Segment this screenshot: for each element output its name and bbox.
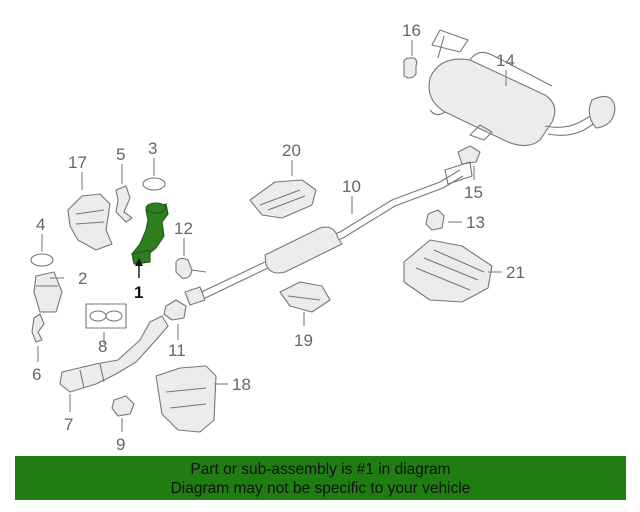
- part-6-bracket[interactable]: [31, 313, 45, 343]
- part-20-heat-shield[interactable]: [249, 179, 317, 219]
- banner-line-2: Diagram may not be specific to your vehi…: [170, 480, 471, 497]
- part-8-gaskets[interactable]: [85, 303, 127, 329]
- callout-2: 2: [78, 269, 87, 288]
- part-13-hanger[interactable]: [425, 209, 445, 231]
- part-16-hanger[interactable]: [403, 57, 418, 79]
- exhaust-system-diagram: 1 2 3 4 5 6 7 8 9 10 11 12 13 14 15 16 1…: [30, 21, 616, 454]
- callout-6: 6: [32, 365, 41, 384]
- callout-8: 8: [98, 337, 107, 356]
- part-19-heat-shield[interactable]: [279, 281, 331, 313]
- part-21-heat-shield[interactable]: [403, 239, 493, 303]
- callout-20: 20: [282, 141, 301, 160]
- callout-21: 21: [506, 263, 525, 282]
- part-14-muffler[interactable]: [428, 29, 616, 147]
- callout-12: 12: [174, 219, 193, 238]
- part-15-gasket[interactable]: [457, 145, 481, 165]
- part-1-catalytic-converter[interactable]: [131, 202, 169, 265]
- part-9-gasket[interactable]: [111, 395, 135, 417]
- callout-11: 11: [168, 341, 186, 360]
- callout-13: 13: [466, 213, 485, 232]
- info-banner: Part or sub-assembly is #1 in diagram Di…: [15, 456, 626, 500]
- callout-4: 4: [36, 215, 45, 234]
- callout-7: 7: [64, 415, 73, 434]
- callout-17: 17: [68, 153, 87, 172]
- part-11-gasket[interactable]: [163, 299, 187, 321]
- callout-18: 18: [232, 375, 251, 394]
- callout-14: 14: [496, 51, 515, 70]
- part-7-front-pipe[interactable]: [59, 315, 169, 393]
- part-18-heat-shield[interactable]: [155, 365, 217, 433]
- part-4-gasket[interactable]: [30, 253, 54, 267]
- callout-9: 9: [116, 435, 125, 454]
- callout-3: 3: [148, 139, 157, 158]
- part-17-heat-shield[interactable]: [67, 193, 113, 251]
- callout-19: 19: [294, 331, 313, 350]
- callout-16: 16: [402, 21, 421, 40]
- part-12-hanger[interactable]: [175, 257, 207, 279]
- part-2-converter[interactable]: [33, 271, 63, 313]
- part-3-gasket[interactable]: [142, 177, 166, 191]
- callout-numbers: 1 2 3 4 5 6 7 8 9 10 11 12 13 14 15 16 1…: [32, 21, 525, 454]
- callout-5: 5: [116, 145, 125, 164]
- callout-10: 10: [342, 177, 361, 196]
- part-5-bracket[interactable]: [115, 185, 133, 223]
- callout-15: 15: [464, 183, 483, 202]
- part-10-center-pipe[interactable]: [184, 161, 473, 306]
- banner-line-1: Part or sub-assembly is #1 in diagram: [190, 461, 451, 478]
- leader-lines: [37, 40, 507, 432]
- callout-1: 1: [134, 283, 143, 302]
